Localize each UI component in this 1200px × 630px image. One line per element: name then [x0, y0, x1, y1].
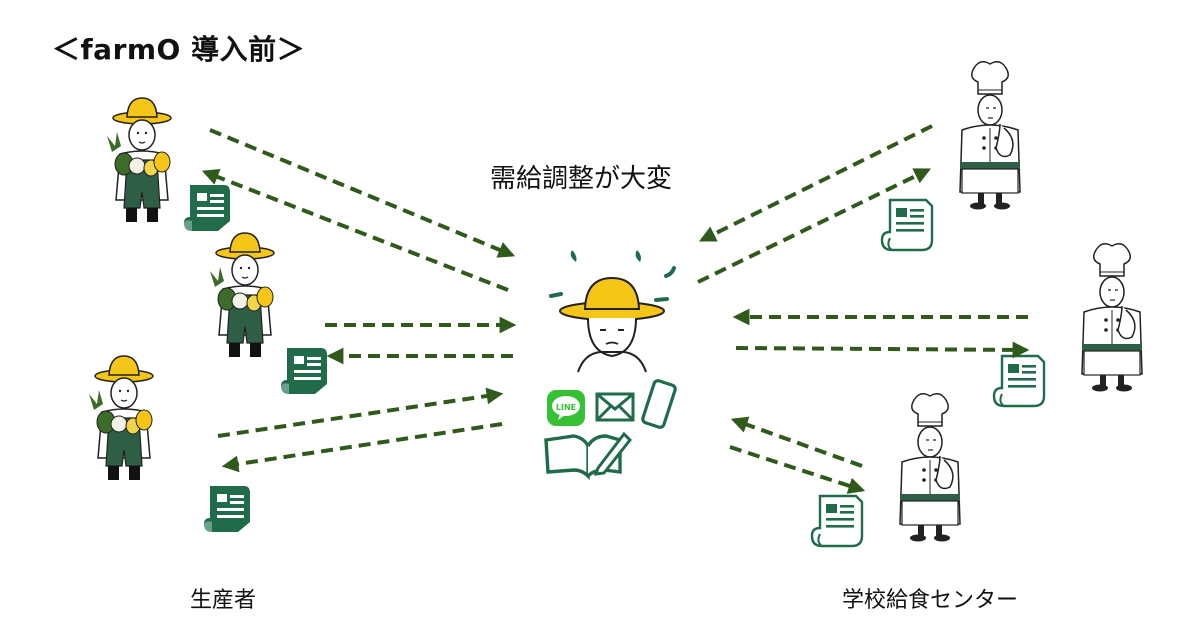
document-icon: [184, 185, 230, 231]
document-icon: [281, 348, 327, 394]
coordination-label: 需給調整が大変: [490, 158, 672, 195]
arrow-to-coordinator: [734, 420, 862, 466]
producers-label: 生産者: [190, 582, 256, 614]
school-lunch-center-label: 学校給食センター: [842, 582, 1018, 614]
smartphone-icon: [642, 380, 677, 429]
sweat-drop-icon: [636, 250, 641, 262]
notebook-pencil-icon: [546, 434, 630, 476]
line-app-icon: LINE: [547, 390, 585, 426]
coordinator-figure: [551, 250, 674, 372]
farmer-icon: [210, 233, 274, 357]
chef-icon: [900, 394, 960, 542]
document-icon: [812, 496, 862, 546]
document-icon: [882, 200, 932, 250]
farmer-icon: [107, 98, 171, 222]
sweat-drop-icon: [571, 250, 577, 262]
mail-icon: [597, 394, 633, 420]
chef-icon: [1082, 244, 1142, 392]
page-title: ＜farmO 導入前＞: [52, 28, 305, 68]
arrow-to-center: [730, 447, 862, 490]
arrow-to-center: [736, 348, 1026, 350]
document-icon: [204, 486, 250, 532]
chef-icon: [960, 62, 1020, 210]
farmer-icon: [89, 356, 153, 480]
svg-text:LINE: LINE: [556, 403, 576, 412]
document-icon: [994, 356, 1044, 406]
